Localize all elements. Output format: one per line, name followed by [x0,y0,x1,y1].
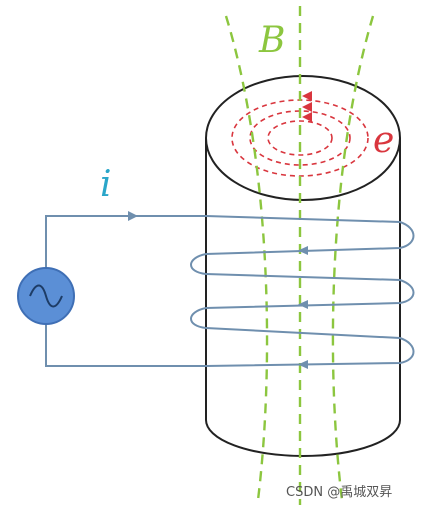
watermark: CSDN @禹城双昇 [286,485,392,500]
current-label: i [100,164,112,205]
coil-arrow-1 [298,246,308,255]
cylinder-top-face [205,75,401,201]
cylinder-body [205,75,401,457]
magnetic-field-lines [224,6,375,505]
field-label: B [258,20,285,61]
coil-arrow-3 [298,360,308,369]
eddy-arrow-outer [302,91,312,101]
field-line-left [224,15,269,501]
field-line-right [331,15,375,501]
wire-bottom-lead [45,322,206,367]
eddy-arrow-middle [302,102,312,112]
circuit-wire [45,215,415,367]
coil-turn-3 [205,327,415,367]
current-arrow-lead [128,211,138,221]
coil-turn-2 [190,273,415,329]
emf-label: e [373,120,394,161]
eddy-arrows [302,91,312,122]
coil-turn-1 [190,215,415,275]
ac-source-icon [17,267,75,325]
eddy-loop-middle [249,110,351,166]
eddy-loop-inner [267,120,333,156]
eddy-arrow-inner [302,112,312,122]
wire-top-lead [45,215,206,270]
current-arrows [128,211,308,369]
coil-arrow-2 [298,300,308,309]
